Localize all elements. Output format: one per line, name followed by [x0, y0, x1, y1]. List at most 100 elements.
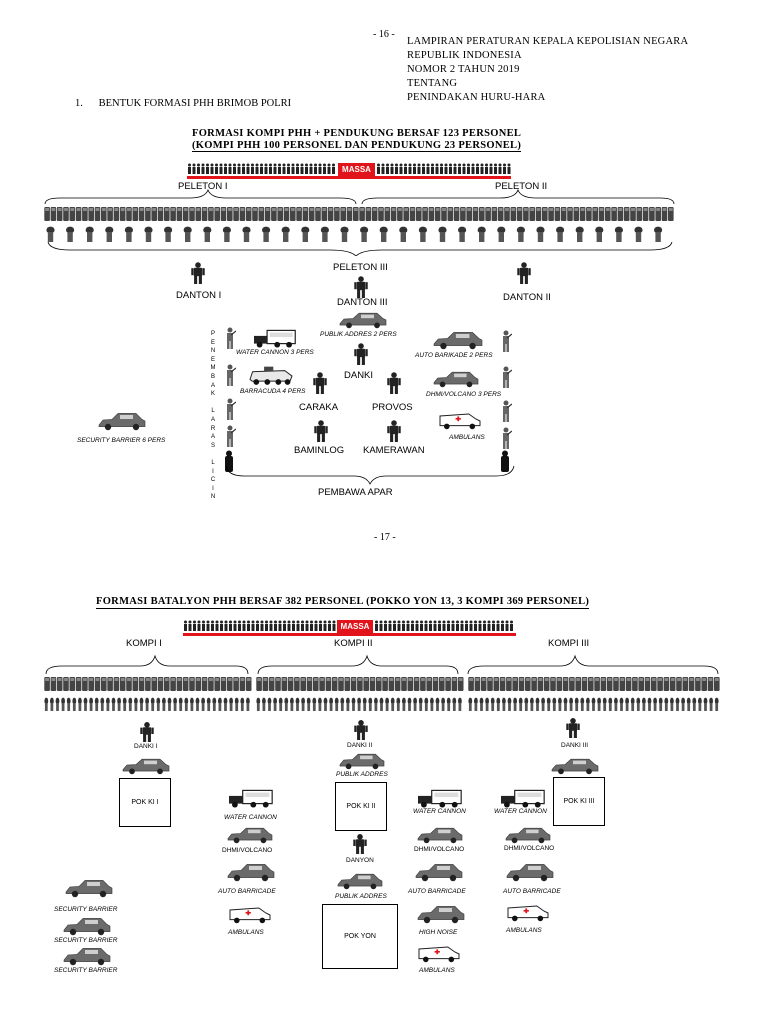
water-cannon-label: WATER CANNON — [494, 808, 547, 815]
shield-row-kompi-iii — [468, 676, 724, 692]
pembawa-apar-label: PEMBAWA APAR — [318, 487, 393, 498]
ambulans-vehicle — [438, 410, 482, 435]
danton-i-figure — [191, 262, 205, 289]
publik-addres-vehicle — [338, 752, 386, 775]
auto-barricade-label: AUTO BARRICADE — [218, 888, 276, 895]
barracuda-vehicle — [248, 364, 294, 391]
apar-figure — [498, 450, 512, 477]
penembak-letter: E — [210, 356, 215, 363]
peleton-braces — [44, 188, 675, 256]
ambulans-label: AMBULANS — [419, 967, 455, 974]
high-noise-label: HIGH NOISE — [419, 929, 458, 936]
shooter-figure — [500, 400, 513, 427]
header-line: REPUBLIK INDONESIA — [407, 50, 522, 61]
peleton-iii-label: PELETON III — [333, 262, 388, 273]
danki-iii-figure — [566, 718, 580, 743]
peleton-i-label: PELETON I — [178, 181, 228, 192]
publik-addres-label: PUBLIK ADDRES 2 PERS — [320, 331, 397, 338]
kompi-braces — [45, 654, 719, 675]
auto-barikade-vehicle — [432, 330, 484, 355]
penembak-letter: I — [212, 485, 214, 492]
water-cannon-vehicle — [417, 786, 463, 813]
dhmi-volcano-vehicle — [416, 826, 464, 849]
dhmi-volcano-vehicle — [432, 370, 480, 393]
water-cannon-label: WATER CANNON — [224, 814, 277, 821]
provos-figure — [387, 372, 401, 399]
second-rank-kompi-iii — [468, 697, 724, 713]
danki-label: DANKI — [344, 370, 374, 381]
pok-ki-iii-box: POK KI III — [553, 777, 605, 826]
security-barrier-label: SECURITY BARRIER — [54, 937, 118, 944]
security-barrier-vehicle — [97, 411, 147, 436]
ambulans-vehicle — [228, 904, 272, 929]
danki-ii-label: DANKI II — [347, 742, 373, 749]
crowd-row-left — [183, 619, 337, 633]
massa-line — [183, 633, 516, 636]
publik-addres-vehicle — [121, 757, 171, 780]
dhmi-volcano-vehicle — [504, 826, 552, 849]
baminlog-figure — [314, 420, 328, 447]
shooter-figure — [224, 425, 237, 452]
caraka-label: CARAKA — [299, 402, 339, 413]
auto-barricade-label: AUTO BARRICADE — [503, 888, 561, 895]
penembak-letter: S — [210, 442, 215, 449]
penembak-letter: L — [211, 459, 215, 466]
massa-line — [187, 176, 511, 179]
kamerawan-figure — [387, 420, 401, 447]
danton-iii-label: DANTON III — [337, 297, 388, 308]
pok-ki-ii-box: POK KI II — [335, 782, 387, 831]
danki-figure — [354, 343, 368, 370]
ambulans-label: AMBULANS — [228, 929, 264, 936]
shooter-figure — [224, 364, 237, 391]
security-barrier-vehicle — [64, 878, 114, 903]
shooter-figure — [224, 398, 237, 425]
security-barrier-vehicle — [62, 946, 112, 971]
publik-addres-vehicle — [336, 872, 384, 895]
danki-ii-figure — [354, 720, 368, 745]
danki-iii-label: DANKI III — [561, 742, 589, 749]
publik-addres-vehicle — [338, 311, 388, 334]
pok-ki-i-box: POK KI I — [119, 778, 171, 827]
penembak-letter: L — [211, 408, 215, 415]
penembak-letter: P — [210, 331, 215, 337]
diagram-title: FORMASI KOMPI PHH + PENDUKUNG BERSAF 123… — [192, 128, 522, 139]
crowd-row-left — [187, 162, 337, 176]
water-cannon-label: WATER CANNON 3 PERS — [236, 349, 314, 356]
danki-i-label: DANKI I — [134, 743, 158, 750]
page-number: - 16 - — [373, 29, 395, 40]
penembak-letter: A — [210, 434, 215, 441]
header-line: NOMOR 2 TAHUN 2019 — [407, 64, 520, 75]
water-cannon-vehicle — [253, 326, 297, 353]
danyon-figure — [353, 834, 367, 859]
second-rank-kompi-i — [44, 697, 254, 713]
pembawa-apar-brace — [225, 465, 515, 485]
shield-row-kompi-i — [44, 676, 254, 692]
danton-iii-figure — [354, 276, 368, 303]
shield-row-peleton — [44, 206, 674, 222]
auto-barikade-label: AUTO BARIKADE 2 PERS — [415, 352, 493, 359]
security-barrier-vehicle — [62, 916, 112, 941]
massa-label: MASSA — [337, 620, 373, 633]
penembak-letter: N — [210, 494, 216, 501]
ambulans-vehicle — [506, 902, 550, 927]
page-number: - 17 - — [374, 532, 396, 543]
dhmi-volcano-label: DHMI/VOLCANO — [504, 845, 555, 852]
publik-addres-label: PUBLIK ADDRES — [335, 893, 387, 900]
diagram-title: FORMASI BATALYON PHH BERSAF 382 PERSONEL… — [96, 596, 590, 609]
header-line: PENINDAKAN HURU-HARA — [407, 92, 546, 103]
provos-label: PROVOS — [372, 402, 413, 413]
water-cannon-label: WATER CANNON — [413, 808, 466, 815]
kamerawan-label: KAMERAWAN — [363, 445, 425, 456]
ambulans-label: AMBULANS — [449, 434, 485, 441]
penembak-letter: N — [210, 348, 216, 355]
penembak-letter: R — [210, 425, 216, 432]
dhmi-volcano-vehicle — [226, 826, 274, 849]
ambulans-vehicle — [417, 943, 461, 968]
pok-yon-box: POK YON — [322, 904, 398, 969]
high-noise-vehicle — [416, 904, 466, 929]
kompi-iii-label: KOMPI III — [548, 638, 590, 649]
kompi-i-label: KOMPI I — [126, 638, 162, 649]
diagram-subtitle: (KOMPI PHH 100 PERSONEL DAN PENDUKUNG 23… — [192, 140, 522, 152]
danton-ii-figure — [517, 262, 531, 289]
